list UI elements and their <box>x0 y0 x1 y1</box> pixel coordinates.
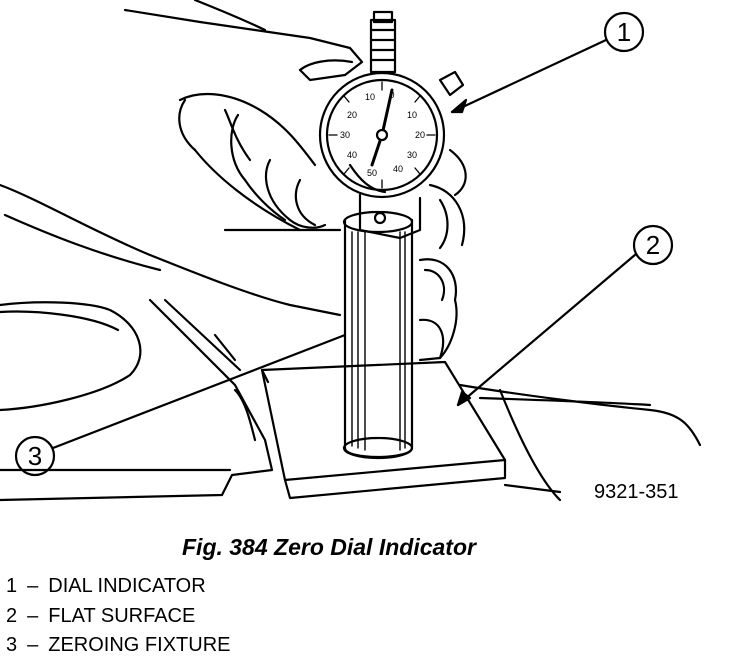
callout-3-number: 3 <box>28 441 42 471</box>
callout-1-marker <box>450 11 645 114</box>
legend-separator: – <box>27 575 39 597</box>
dial-number: 30 <box>407 150 417 160</box>
figure-caption: Fig. 384 Zero Dial Indicator <box>182 534 476 560</box>
legend-label: ZEROING FIXTURE <box>48 634 231 656</box>
dial-number: 30 <box>340 130 350 140</box>
legend-label: FLAT SURFACE <box>48 604 196 627</box>
lower-hand <box>0 92 467 362</box>
dial-number: 40 <box>393 164 403 174</box>
dial-indicator-face <box>318 71 446 199</box>
dial-number: 10 <box>407 110 417 120</box>
legend-number: 1 <box>6 575 18 597</box>
legend-separator: – <box>27 604 39 627</box>
legend-separator: – <box>27 634 39 656</box>
legend-item: 3–ZEROING FIXTURE <box>6 631 230 661</box>
table-surface <box>0 298 702 502</box>
dial-number: 40 <box>347 150 357 160</box>
figure-code: 9321-351 <box>594 481 679 503</box>
flat-surface-block <box>260 360 507 500</box>
diagram-illustration: 10 20 30 40 50 0 10 20 30 40 1 2 3 9321-… <box>0 0 702 503</box>
dial-number: 50 <box>367 168 377 178</box>
callout-3-marker <box>14 333 347 477</box>
legend-number: 2 <box>6 604 18 627</box>
dial-number: 20 <box>415 130 425 140</box>
legend-label: DIAL INDICATOR <box>48 575 206 597</box>
legend-number: 3 <box>6 634 18 656</box>
legend: 1–DIAL INDICATOR 2–FLAT SURFACE 3–ZEROIN… <box>6 572 230 661</box>
legend-item: 2–FLAT SURFACE <box>6 602 230 632</box>
callout-1-number: 1 <box>617 17 631 47</box>
dial-number: 0 <box>389 90 394 100</box>
callout-2-marker <box>456 224 674 407</box>
indicator-stem <box>358 10 465 240</box>
callout-2-number: 2 <box>646 230 660 260</box>
dial-number: 10 <box>365 92 375 102</box>
dial-number: 20 <box>347 110 357 120</box>
zeroing-fixture-cylinder <box>342 210 414 460</box>
upper-hand <box>123 0 364 82</box>
legend-item: 1–DIAL INDICATOR <box>6 572 230 602</box>
